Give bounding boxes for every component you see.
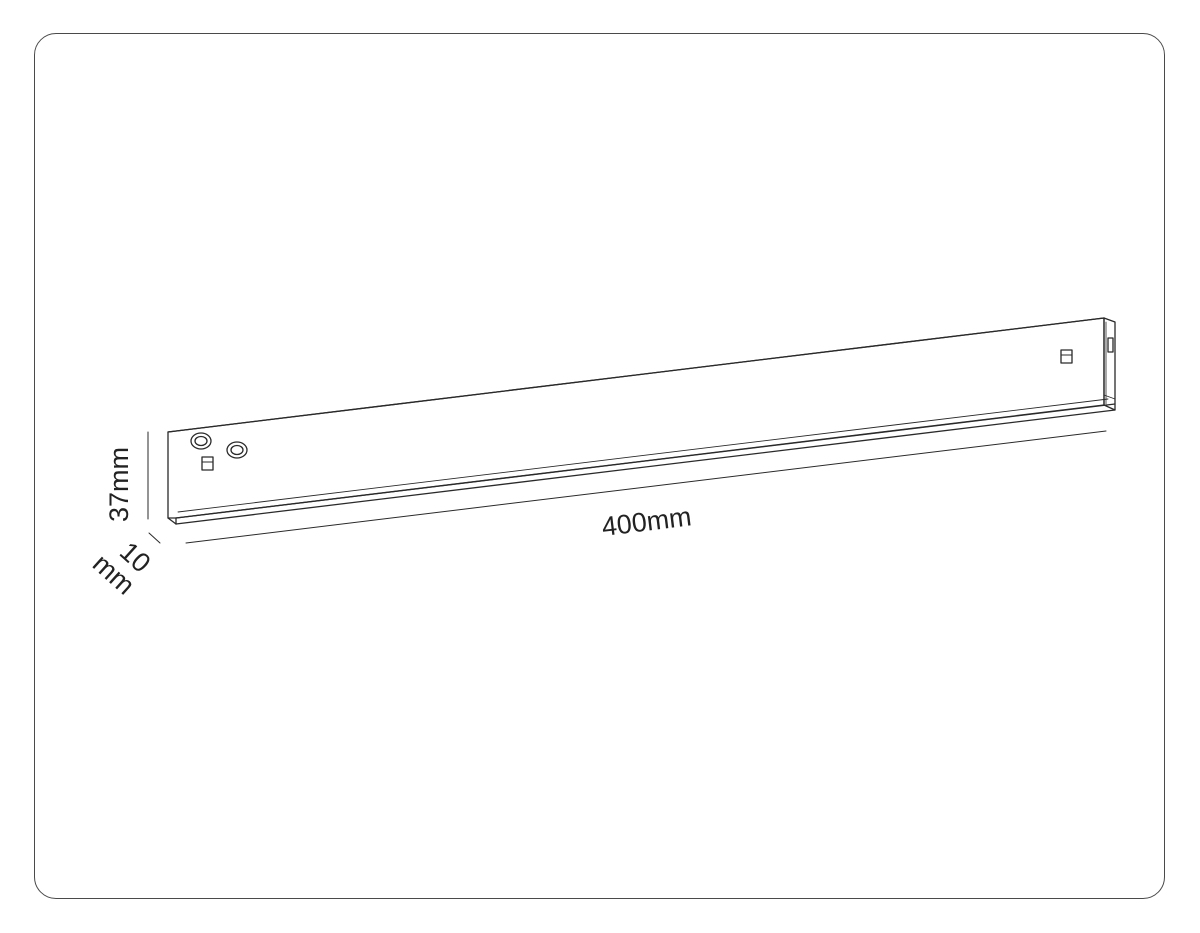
bar-right-end-cap: [1103, 317, 1116, 411]
left-connectors: [190, 432, 248, 471]
dimension-lines: [147, 430, 1107, 544]
length-dimension-label: 400mm: [600, 501, 693, 542]
end-cap-connector: [1107, 337, 1114, 353]
connector-hole-2: [226, 441, 248, 459]
length-dimension-line: [185, 430, 1107, 544]
light-bar-body: [167, 317, 1116, 525]
connector-hole-1: [190, 432, 212, 450]
diffuser-line-2: [175, 409, 1116, 525]
right-clip: [1060, 349, 1073, 364]
connector-hole-2-inner: [230, 444, 244, 456]
diffuser-line-1: [175, 403, 1116, 519]
connector-hole-1-inner: [194, 435, 208, 447]
right-connectors: [1060, 337, 1114, 364]
diffuser-left-bevel: [167, 517, 177, 525]
diagram-frame: [34, 33, 1165, 899]
left-clip: [201, 456, 214, 471]
bar-top-edge: [167, 317, 1105, 433]
end-cap-lower-line: [1103, 394, 1116, 400]
depth-dimension-line: [148, 532, 161, 544]
groove-line: [177, 398, 1109, 513]
height-dimension-label: 37mm: [104, 447, 134, 522]
